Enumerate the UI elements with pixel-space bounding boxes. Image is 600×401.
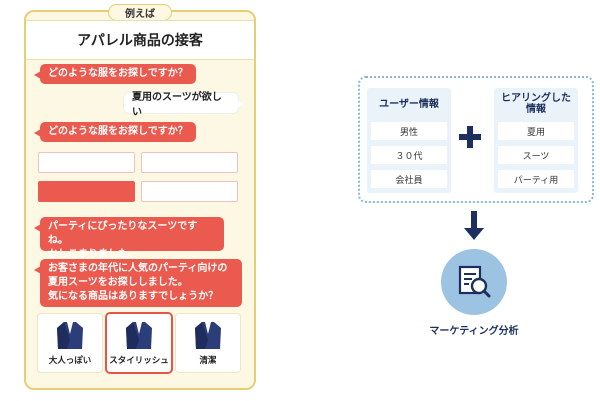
product-card-mature[interactable]: 大人っぽい [38, 314, 102, 372]
option-button-party[interactable] [38, 181, 135, 202]
product-card-stylish[interactable]: スタイリッシュ [107, 314, 171, 372]
hearing-info-box: ヒアリングした 情報 夏用 スーツ パーティ用 [494, 88, 578, 193]
option-button-wedding[interactable] [141, 152, 238, 173]
chat-text: 夏用のスーツが欲しい [132, 92, 222, 118]
chat-bubble-reply-1: パーティにぴったりなスーツですね。 かしこまりました。 [34, 217, 224, 260]
chat-bubble-question-2: どのような服をお探しですか？ [34, 122, 196, 142]
option-button-casual-wear[interactable] [141, 181, 238, 202]
suit-jacket-icon [195, 322, 221, 349]
chat-bubble-question-1: どのような服をお探しですか？ [34, 64, 196, 84]
product-label: 清潔 [199, 356, 217, 366]
chat-text: パーティにぴったりなスーツですね。 [48, 221, 198, 246]
plus-icon [467, 126, 473, 148]
hearing-info-item: パーティ用 [498, 170, 574, 188]
down-arrow-icon [464, 228, 484, 240]
product-label: スタイリッシュ [109, 356, 169, 366]
down-arrow-icon [471, 211, 477, 229]
chat-text: お客さまの年代に人気のパーティ向けの [48, 263, 228, 274]
chat-bubble-reply-2: お客さまの年代に人気のパーティ向けの 夏用スーツをお探ししました。 気になる商品… [34, 259, 242, 307]
user-info-box: ユーザー情報 男性 ３０代 会社員 [367, 88, 451, 193]
chat-text: 気になる商品はありますでしょうか？ [48, 291, 219, 302]
hearing-info-item: スーツ [498, 146, 574, 164]
chat-text: 夏用スーツをお探ししました。 [48, 277, 188, 288]
suit-jacket-icon [57, 322, 83, 349]
user-info-item: ３０代 [371, 146, 447, 164]
hearing-info-title-line: ヒアリングした [501, 93, 571, 104]
analysis-label: マーケティング分析 [429, 326, 519, 337]
chat-text: どのような服をお探しですか？ [48, 126, 188, 137]
chat-text: かしこまりました。 [48, 249, 138, 260]
suit-jacket-icon [126, 322, 152, 349]
hearing-info-title: ヒアリングした 情報 [494, 88, 578, 120]
product-card-clean[interactable]: 清潔 [176, 314, 240, 372]
hearing-info-title-line: 情報 [526, 104, 546, 115]
option-button-casual[interactable] [38, 152, 135, 173]
user-info-title: ユーザー情報 [379, 98, 439, 110]
user-info-item: 男性 [371, 122, 447, 140]
example-tag: 例えば [108, 4, 172, 21]
analysis-circle [441, 249, 507, 315]
hearing-info-item: 夏用 [498, 122, 574, 140]
chat-text: どのような服をお探しですか？ [48, 68, 188, 79]
card-title: アパレル商品の接客 [26, 20, 254, 60]
chat-bubble-answer-1: 夏用のスーツが欲しい [124, 92, 244, 118]
user-info-item: 会社員 [371, 170, 447, 188]
product-label: 大人っぽい [48, 356, 92, 366]
info-combination-frame [358, 76, 594, 203]
document-magnifier-icon [458, 265, 491, 298]
